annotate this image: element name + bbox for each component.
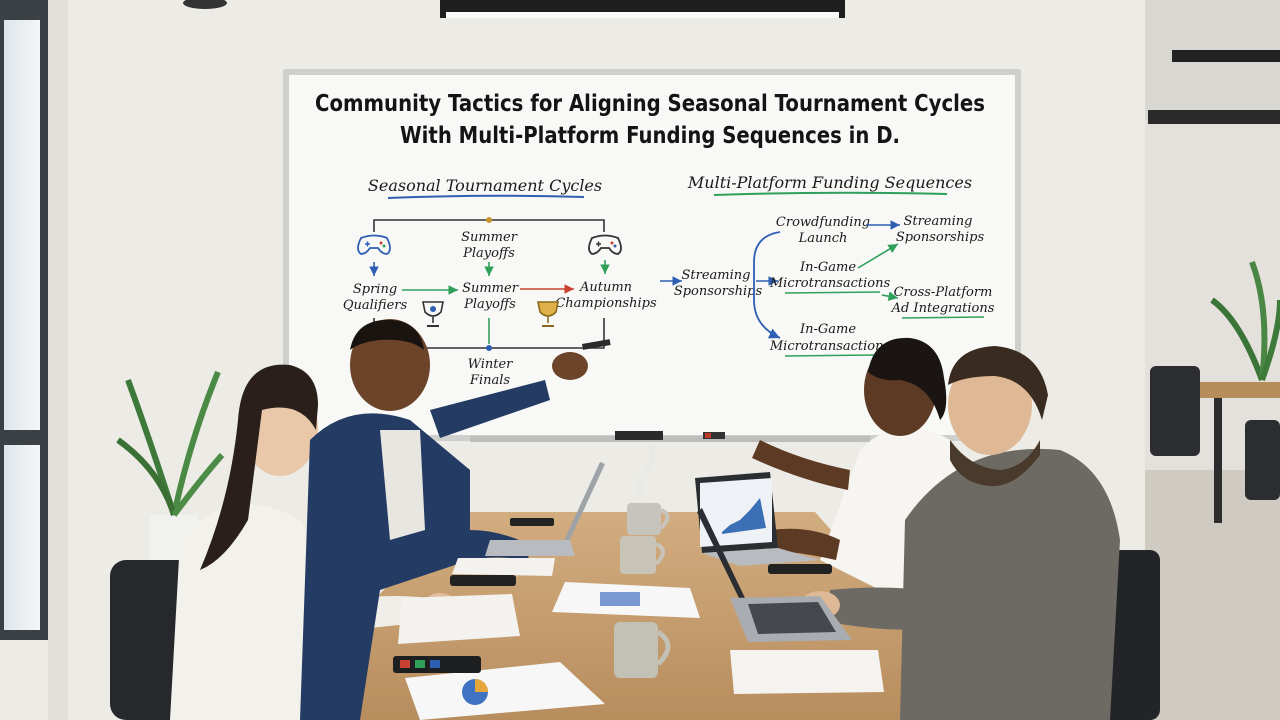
report-bars — [600, 592, 640, 606]
laptop-icon — [695, 472, 820, 566]
node-streaming-right-line1: Streaming — [904, 214, 973, 229]
laptop-icon — [485, 462, 605, 556]
coffee-mug-icon — [627, 443, 670, 535]
smartphone-icon — [510, 518, 554, 526]
smartphone-icon — [768, 564, 832, 574]
notebook-left — [398, 594, 520, 644]
whiteboard-title-line-1: Community Tactics for Aligning Seasonal … — [315, 91, 985, 117]
node-winter-line2: Finals — [469, 373, 510, 388]
node-spring-line2: Qualifiers — [343, 298, 408, 313]
arrow-ingame-to-streaming — [857, 243, 899, 269]
left-heading: Seasonal Tournament Cycles — [368, 176, 602, 195]
report-paper-front — [405, 662, 605, 720]
whiteboard-title-line-2: With Multi-Platform Funding Sequences in… — [400, 123, 900, 149]
ceiling-light-glow — [446, 12, 839, 18]
notebook-table — [452, 558, 555, 576]
eraser — [615, 431, 663, 440]
gamepad-icon — [357, 234, 391, 255]
branch-brace — [753, 231, 781, 339]
node-autumn-line1: Autumn — [579, 280, 632, 295]
crossplatform-underline — [901, 316, 985, 319]
person-man-hoodie — [800, 346, 1160, 720]
coffee-mug-icon — [614, 622, 671, 678]
trophy-icon — [422, 301, 444, 327]
ceiling-speaker — [183, 0, 227, 9]
marker-on-tray — [703, 432, 725, 439]
marker-on-tray-cap — [705, 433, 711, 438]
gamepad-icon — [588, 234, 622, 255]
cycle-bottom-dot — [486, 345, 492, 351]
window-sill — [48, 0, 68, 720]
node-streaming-left-line2: Sponsorships — [674, 284, 763, 299]
window-glass-bottom — [4, 445, 40, 630]
person-woman-right — [752, 337, 975, 590]
laptop-icon — [697, 508, 852, 642]
node-winter-line1: Winter — [468, 357, 514, 372]
node-summer-playoffs-top-line2: Playoffs — [462, 246, 515, 261]
node-summer-mid-line2: Playoffs — [463, 297, 516, 312]
node-ingame-bottom-line1: In-Game — [799, 322, 856, 337]
smartphone-icon — [450, 575, 516, 586]
node-spring-line1: Spring — [353, 282, 397, 297]
ceiling-light-bar-2 — [1148, 110, 1280, 124]
arrow-ingame-to-crossplatform — [881, 291, 899, 301]
node-ingame-top-line2: Microtransactions — [769, 276, 891, 291]
right-heading: Multi-Platform Funding Sequences — [687, 173, 972, 192]
cycle-top-dot — [486, 217, 492, 223]
whiteboard-tray — [470, 436, 870, 442]
node-crowdfunding-line1: Crowdfunding — [776, 215, 870, 230]
node-crossplatform-line1: Cross-Platform — [894, 285, 993, 300]
node-streaming-left-line1: Streaming — [682, 268, 751, 283]
person-man-pointing — [300, 319, 611, 720]
ceiling-light-bar-1 — [1172, 50, 1280, 62]
coffee-mug-icon — [620, 536, 665, 574]
left-heading-underline — [387, 194, 585, 199]
pie-chart-slice — [475, 679, 488, 692]
floor-right — [1145, 470, 1280, 720]
right-heading-underline — [713, 191, 948, 196]
node-crowdfunding-line2: Launch — [798, 231, 848, 246]
notebook-right — [730, 650, 884, 694]
trophy-icon — [537, 301, 559, 327]
back-desk-leg — [1214, 398, 1222, 523]
ingame-top-underline — [784, 291, 881, 294]
back-chair-2 — [1245, 420, 1280, 500]
window-glass-top — [4, 20, 40, 430]
node-summer-playoffs-top-line1: Summer — [461, 230, 518, 245]
node-summer-mid-line1: Summer — [462, 281, 519, 296]
node-streaming-right-line2: Sponsorships — [896, 230, 985, 245]
node-ingame-top-line1: In-Game — [799, 260, 856, 275]
ingame-bottom-underline — [784, 354, 876, 357]
smartphone-icon — [393, 656, 481, 673]
node-crossplatform-line2: Ad Integrations — [891, 301, 995, 316]
back-chair — [1150, 366, 1200, 456]
node-ingame-bottom-line2: Microtransactions — [769, 339, 891, 354]
node-autumn-line2: Championships — [555, 296, 657, 311]
